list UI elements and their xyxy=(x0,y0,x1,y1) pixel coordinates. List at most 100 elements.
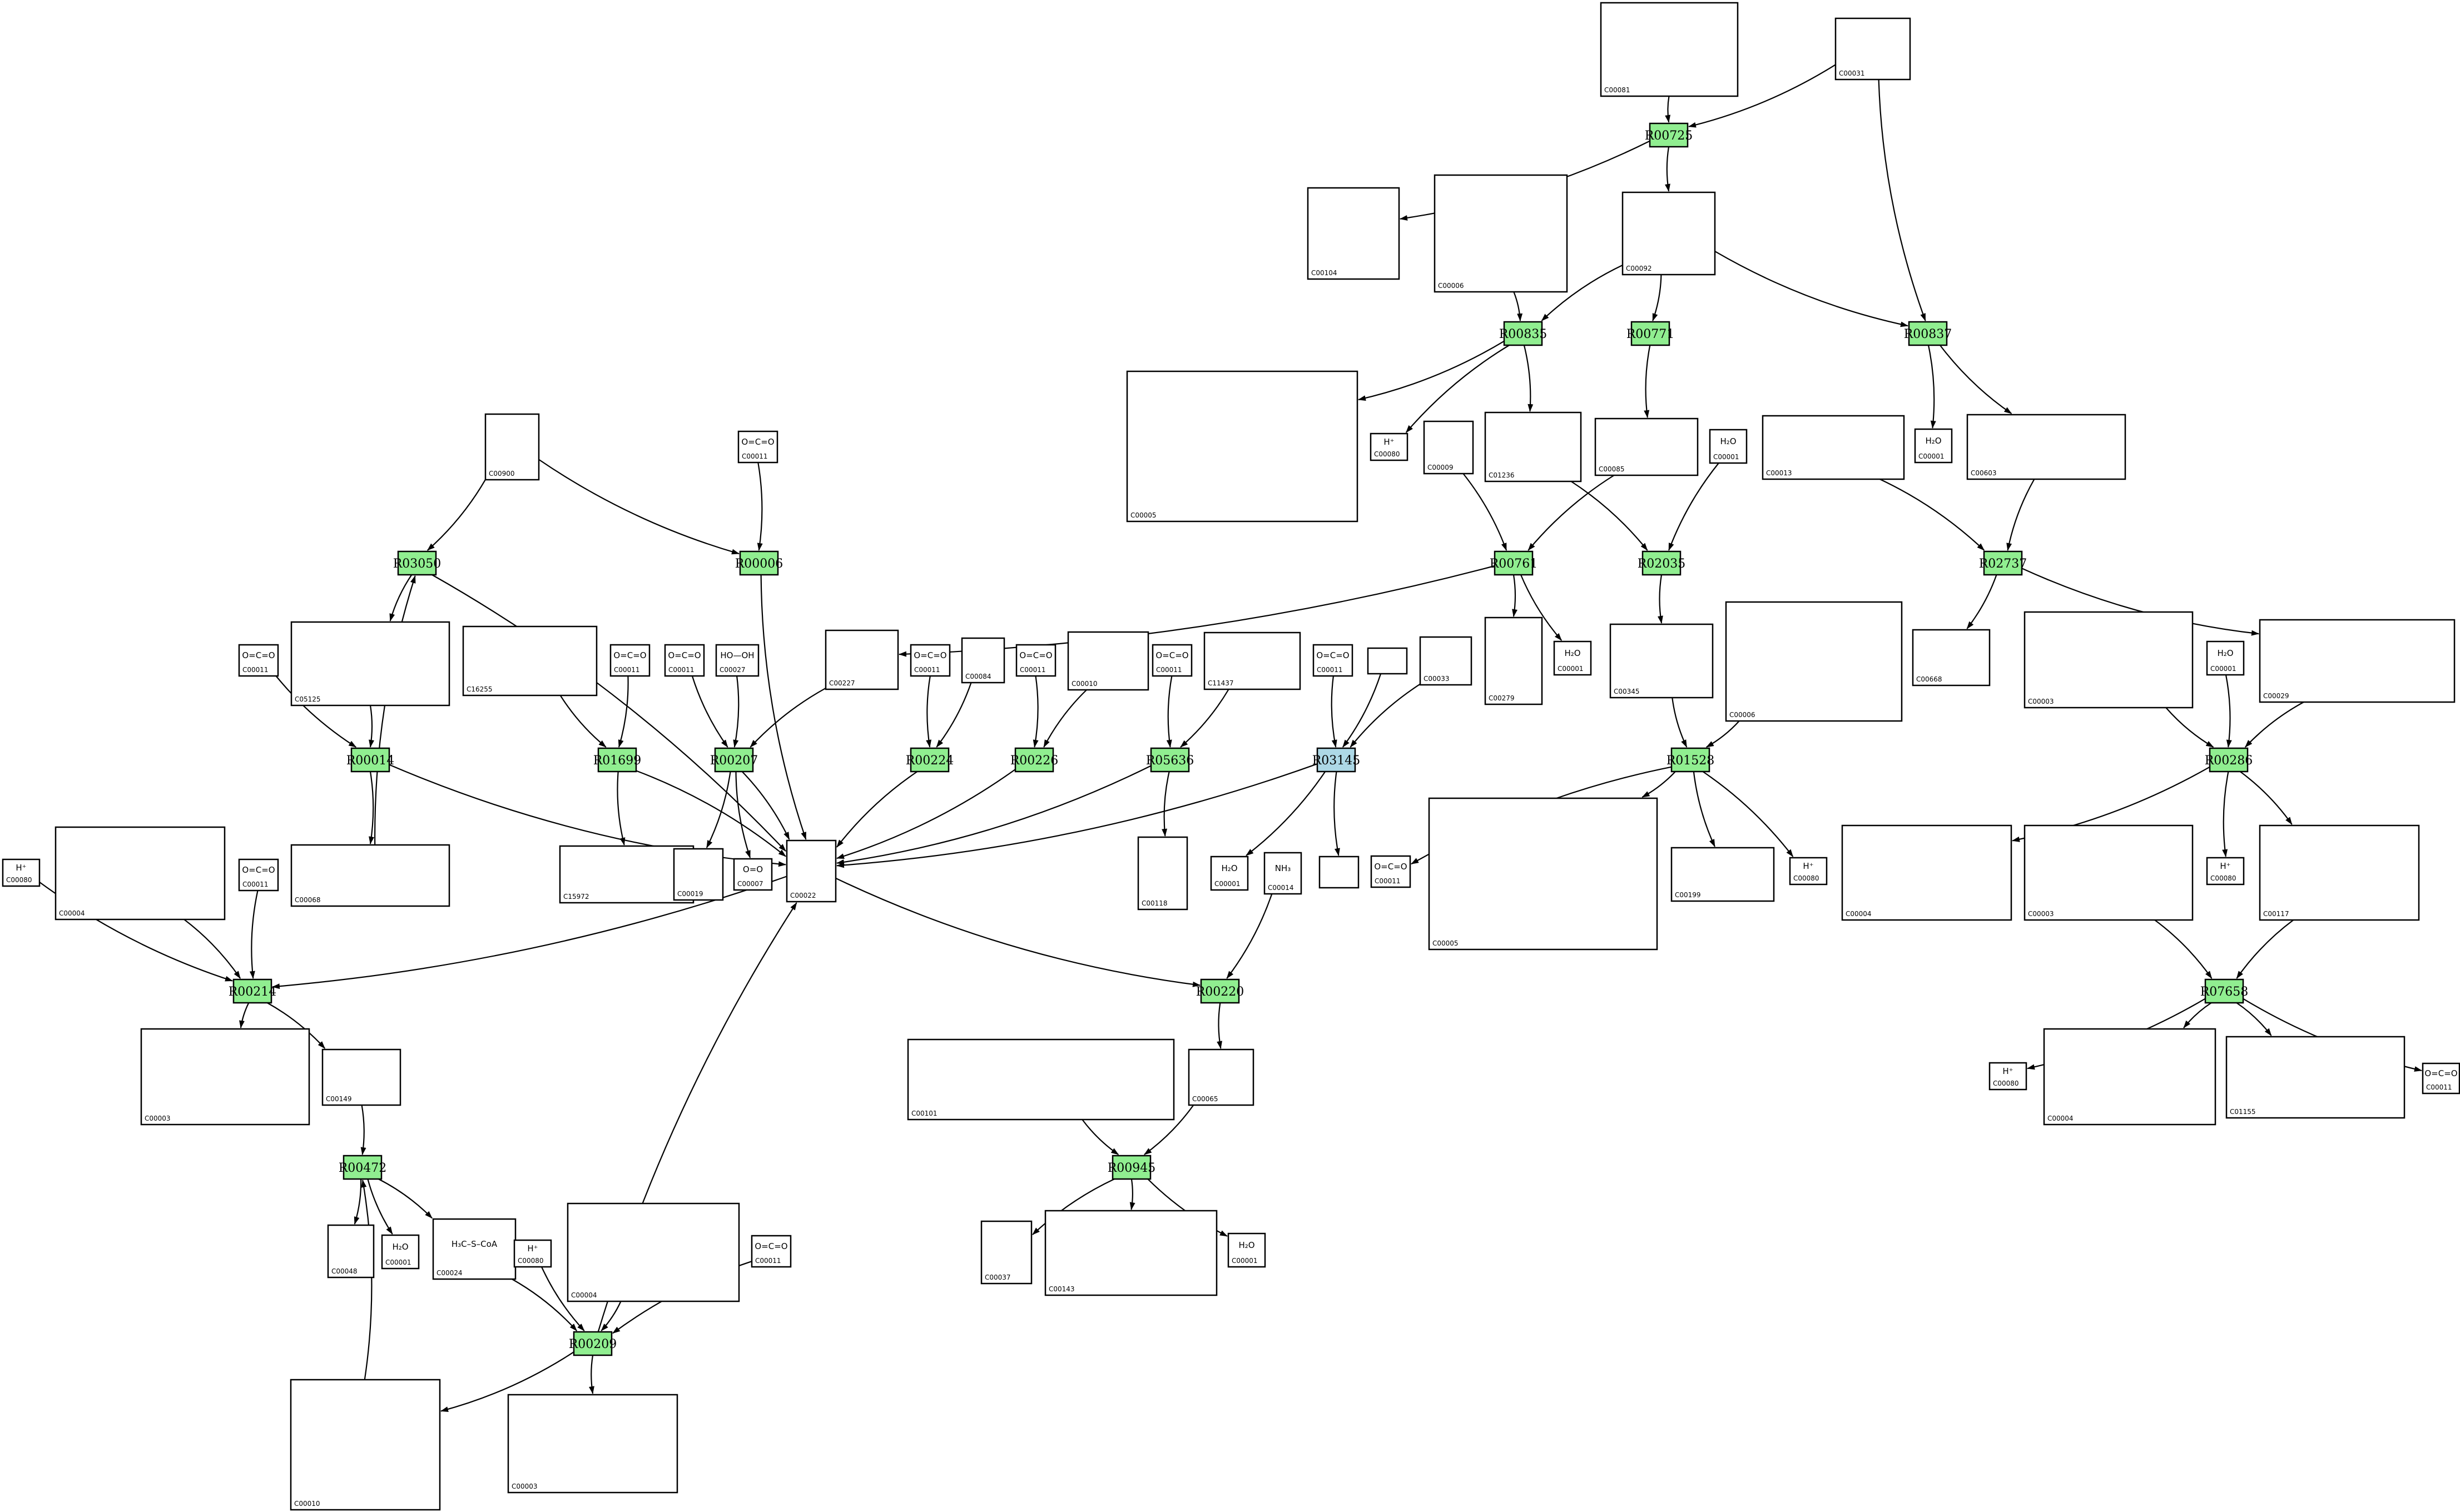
reaction-node[interactable]: R00761 xyxy=(1490,550,1538,576)
compound-node[interactable]: C00003 xyxy=(2023,824,2194,921)
compound-node[interactable]: C01155 xyxy=(2225,1036,2406,1119)
reaction-node[interactable]: R00220 xyxy=(1196,978,1244,1004)
compound-node[interactable]: C00092 xyxy=(1621,191,1716,276)
compound-node[interactable]: C00006 xyxy=(1434,174,1568,293)
compound-node[interactable]: C00117 xyxy=(2259,824,2420,921)
compound-node[interactable]: C00005 xyxy=(1428,797,1658,951)
compound-node[interactable]: C00003 xyxy=(140,1028,310,1126)
compound-node[interactable]: H⁺C00080 xyxy=(1789,857,1828,886)
reaction-node[interactable]: R02737 xyxy=(1979,550,2027,576)
compound-node[interactable]: C00668 xyxy=(1912,629,1991,687)
compound-node[interactable]: C00143 xyxy=(1044,1210,1218,1296)
reaction-node[interactable]: R00945 xyxy=(1108,1155,1156,1180)
reaction-node[interactable]: R03145 xyxy=(1312,747,1361,773)
compound-node[interactable]: C00068 xyxy=(290,844,450,907)
compound-node[interactable]: C00010 xyxy=(1067,631,1149,691)
reaction-node[interactable]: R00725 xyxy=(1645,122,1693,148)
reaction-node[interactable]: R07658 xyxy=(2200,978,2249,1004)
compound-node[interactable]: C00004 xyxy=(1841,824,2012,921)
compound-node[interactable]: C00003 xyxy=(2023,611,2194,709)
compound-node[interactable]: C00022 xyxy=(786,839,837,903)
compound-node[interactable]: C00118 xyxy=(1137,836,1188,911)
compound-node[interactable]: C00031 xyxy=(1834,17,1911,81)
compound-node[interactable]: C00006 xyxy=(1725,601,1903,722)
compound-node[interactable]: C00048 xyxy=(327,1224,375,1279)
reaction-node[interactable]: R00006 xyxy=(735,550,783,576)
compound-node[interactable]: C00065 xyxy=(1188,1048,1254,1106)
reaction-node[interactable]: R03050 xyxy=(393,550,442,576)
compound-node[interactable]: C00004 xyxy=(567,1202,740,1302)
compound-node[interactable]: H⁺C00080 xyxy=(1370,432,1408,461)
compound-node[interactable]: C00227 xyxy=(825,629,899,690)
compound-node[interactable]: C05125 xyxy=(290,621,450,707)
reaction-node[interactable]: R00014 xyxy=(346,747,395,773)
reaction-node[interactable]: R01528 xyxy=(1667,747,1715,773)
compound-node[interactable]: H⁺C00080 xyxy=(2206,857,2245,886)
reaction-node[interactable]: R00771 xyxy=(1626,321,1675,346)
compound-node[interactable]: C11437 xyxy=(1203,631,1301,690)
compound-node[interactable]: C00019 xyxy=(673,848,724,901)
compound-node[interactable]: C00900 xyxy=(484,413,540,481)
compound-node[interactable]: C00003 xyxy=(507,1394,678,1494)
reaction-node[interactable]: R00207 xyxy=(710,747,758,773)
reaction-node[interactable]: R02035 xyxy=(1638,550,1686,576)
compound-node[interactable]: C00603 xyxy=(1966,414,2126,480)
compound-node[interactable]: C00279 xyxy=(1484,616,1543,705)
compound-node[interactable]: C00004 xyxy=(2043,1028,2216,1126)
reaction-node[interactable]: R00214 xyxy=(229,978,277,1004)
compound-node[interactable]: C00004 xyxy=(54,826,226,921)
compound-node[interactable]: C00009 xyxy=(1423,420,1474,475)
compound-node[interactable]: C16255 xyxy=(462,625,598,697)
reaction-node[interactable]: R00209 xyxy=(569,1331,617,1356)
reaction-node[interactable]: R00224 xyxy=(906,747,954,773)
compound-node[interactable]: C00104 xyxy=(1307,187,1400,280)
compound-node[interactable]: C00033 xyxy=(1419,636,1472,686)
reaction-node[interactable]: R05636 xyxy=(1146,747,1194,773)
reaction-node[interactable]: R01699 xyxy=(593,747,642,773)
compound-node[interactable]: C00084 xyxy=(961,637,1005,684)
compound-node[interactable]: C01236 xyxy=(1484,411,1582,483)
reaction-node[interactable]: R00226 xyxy=(1010,747,1059,773)
compound-node[interactable]: C00037 xyxy=(980,1220,1033,1285)
compound-node[interactable]: C00199 xyxy=(1670,847,1775,902)
compound-node[interactable]: C00005 xyxy=(1126,370,1358,523)
reaction-node[interactable]: R00286 xyxy=(2205,747,2253,773)
compound-node[interactable]: C15972 xyxy=(559,845,695,904)
compound-node[interactable]: C00013 xyxy=(1762,415,1905,480)
reaction-node[interactable]: R00472 xyxy=(339,1155,387,1180)
compound-node[interactable]: H⁺C00080 xyxy=(2,858,41,887)
reaction-node[interactable]: R00835 xyxy=(1499,321,1548,346)
compound-node[interactable] xyxy=(1318,856,1360,889)
compound-node[interactable]: H⁺C00080 xyxy=(513,1239,552,1268)
compound-node[interactable]: C00081 xyxy=(1600,2,1739,97)
compound-node[interactable]: C00029 xyxy=(2259,619,2456,703)
compound-node[interactable] xyxy=(1367,647,1408,675)
compound-node[interactable]: C00149 xyxy=(321,1048,401,1106)
compound-node[interactable]: C00085 xyxy=(1594,417,1699,476)
compound-node[interactable]: C00345 xyxy=(1609,623,1714,699)
compound-node[interactable]: C00101 xyxy=(907,1038,1175,1121)
reaction-node[interactable]: R00837 xyxy=(1904,321,1952,346)
